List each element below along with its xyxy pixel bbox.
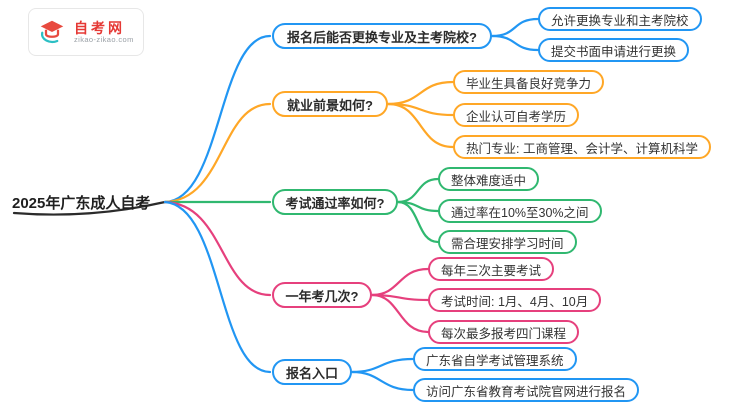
leaf-node: 整体难度适中 [438, 167, 540, 191]
connector-root-branch-1 [163, 102, 272, 204]
logo-graduation-icon [40, 20, 64, 44]
site-logo: 自考网 zikao-zikao.com [28, 8, 144, 56]
leaf-node: 访问广东省教育考试院官网进行报名 [413, 378, 640, 402]
leaf-node: 提交书面申请进行更换 [538, 38, 690, 62]
leaf-node: 广东省自学考试管理系统 [413, 347, 577, 371]
connector-root-branch-3 [163, 200, 272, 297]
logo-subtitle: zikao-zikao.com [74, 34, 134, 44]
leaf-node: 热门专业: 工商管理、会计学、计算机科学 [453, 135, 711, 159]
connector-b1-leaf-0 [386, 80, 455, 106]
connector-b2-leaf-1 [396, 200, 440, 213]
connector-b3-leaf-1 [370, 293, 430, 302]
leaf-node: 考试时间: 1月、4月、10月 [428, 288, 602, 312]
leaf-node: 每年三次主要考试 [428, 257, 555, 281]
connector-b4-leaf-0 [350, 357, 415, 374]
connector-b3-leaf-0 [370, 267, 430, 297]
connector-root-branch-4 [163, 200, 272, 374]
connector-b2-leaf-0 [396, 177, 440, 204]
leaf-node: 每次最多报考四门课程 [428, 320, 580, 344]
connector-b0-leaf-1 [490, 34, 540, 52]
connector-b1-leaf-2 [386, 102, 455, 149]
leaf-node: 允许更换专业和主考院校 [538, 7, 702, 31]
root-topic: 2025年广东成人自考 [12, 195, 151, 212]
branch-node-exams-per-year: 一年考几次? [272, 282, 372, 308]
logo-title: 自考网 [74, 19, 125, 36]
branch-node-change-major: 报名后能否更换专业及主考院校? [272, 23, 492, 49]
connector-b3-leaf-2 [370, 293, 430, 334]
leaf-node: 通过率在10%至30%之间 [438, 199, 602, 223]
connector-b1-leaf-1 [386, 102, 455, 117]
leaf-node: 毕业生具备良好竞争力 [453, 70, 605, 94]
connector-b2-leaf-2 [396, 200, 440, 244]
branch-node-pass-rate: 考试通过率如何? [272, 189, 398, 215]
connector-b4-leaf-1 [350, 370, 415, 392]
leaf-node: 企业认可自考学历 [453, 103, 580, 127]
branch-node-registration-entry: 报名入口 [272, 359, 352, 385]
connector-root-branch-0 [163, 34, 272, 204]
connector-b0-leaf-0 [490, 17, 540, 38]
leaf-node: 需合理安排学习时间 [438, 230, 577, 254]
branch-node-job-prospects: 就业前景如何? [272, 91, 388, 117]
